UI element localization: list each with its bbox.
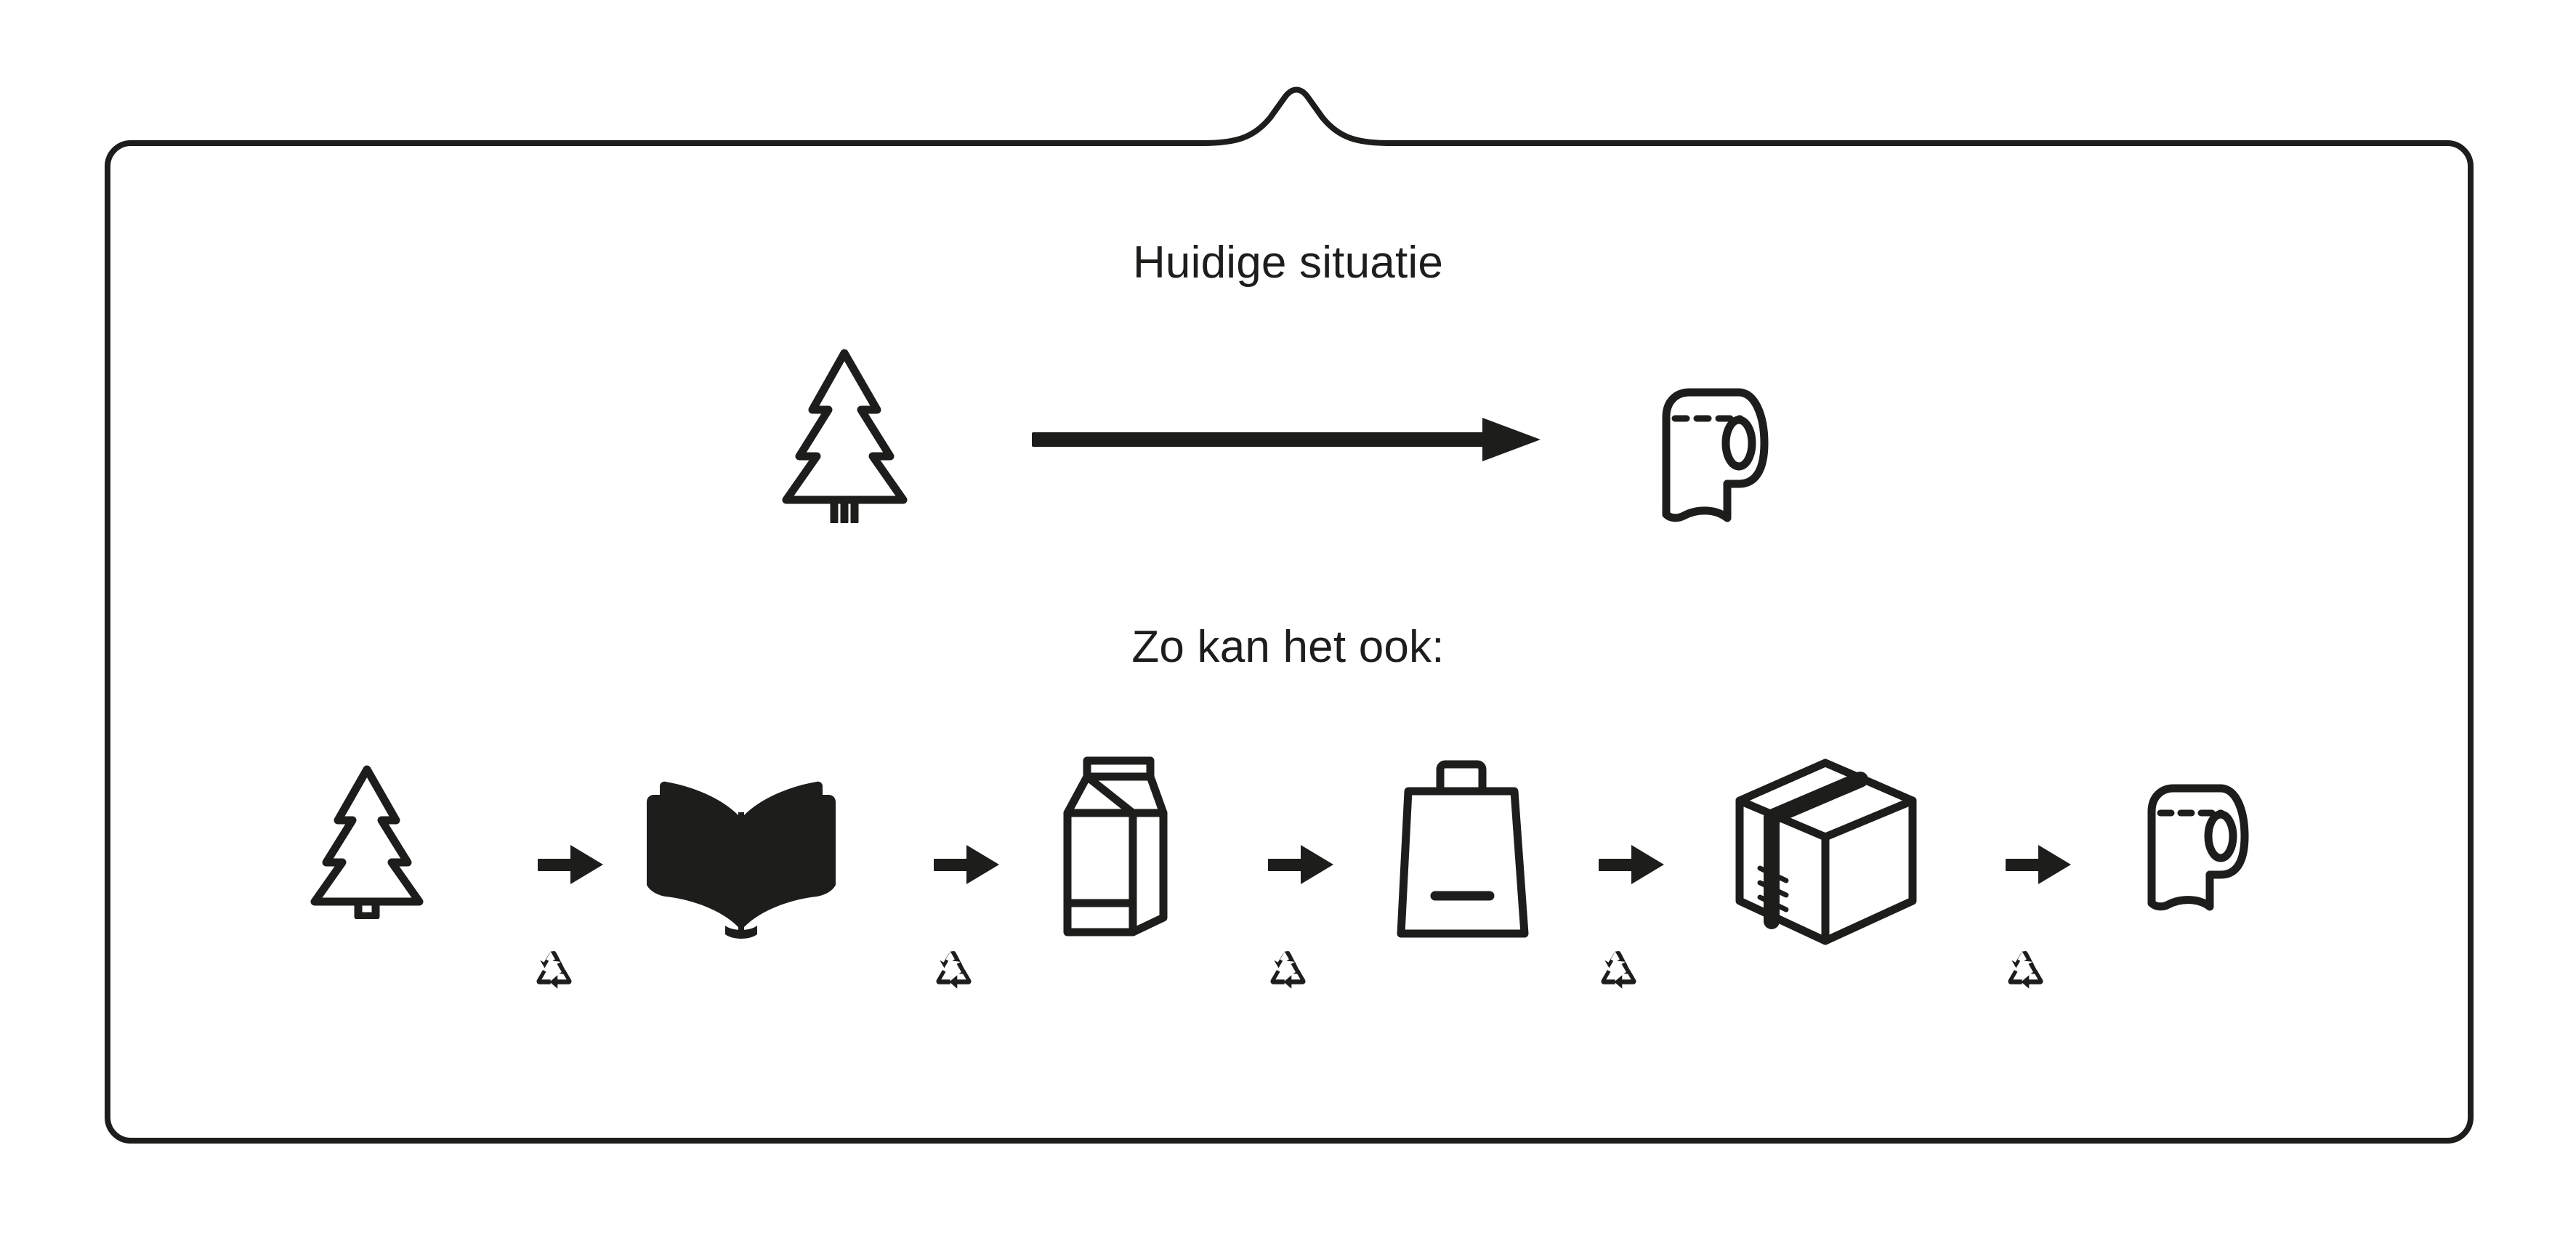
callout-bubble-container [105,86,2474,1144]
diagram-canvas: Huidige situatie [105,86,2474,1144]
